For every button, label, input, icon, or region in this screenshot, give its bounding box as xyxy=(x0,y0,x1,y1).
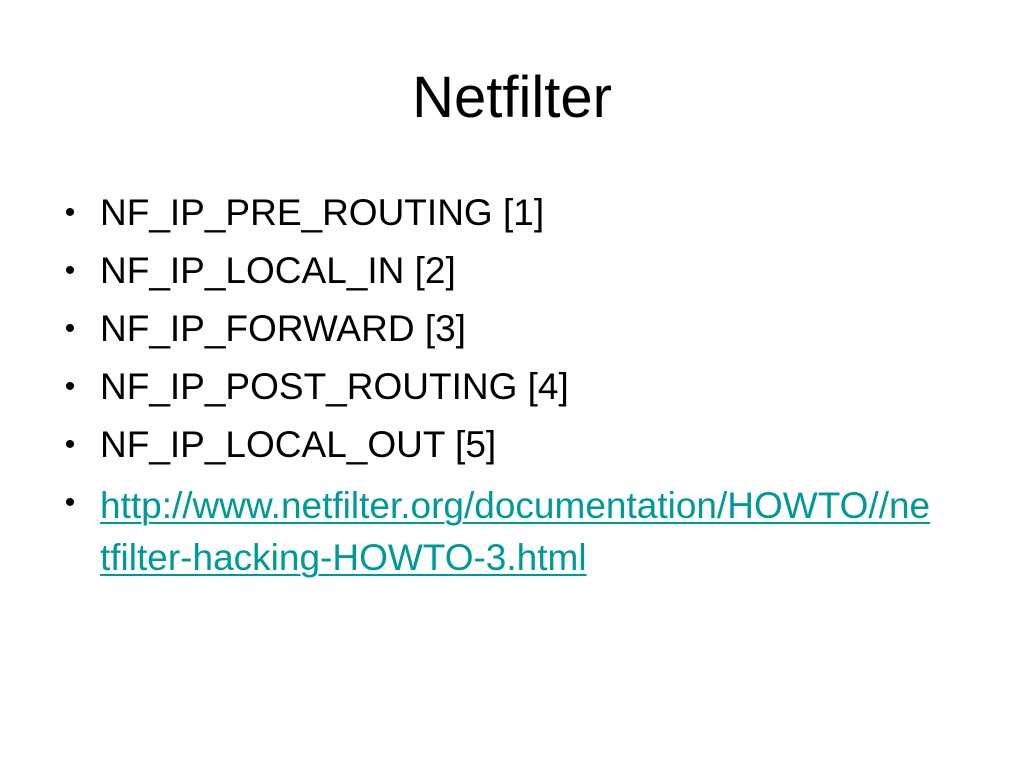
hook-name: NF_IP_PRE_ROUTING [1] xyxy=(100,192,545,233)
list-item: • NF_IP_LOCAL_OUT [5] xyxy=(58,422,958,467)
list-item-link: • http://www.netfilter.org/documentation… xyxy=(58,480,958,584)
hook-name: NF_IP_POST_ROUTING [4] xyxy=(100,366,569,407)
list-item: • NF_IP_POST_ROUTING [4] xyxy=(58,364,958,409)
list-item: • NF_IP_FORWARD [3] xyxy=(58,306,958,351)
hook-name: NF_IP_LOCAL_IN [2] xyxy=(100,250,456,291)
bullet-icon: • xyxy=(64,254,76,287)
bullet-icon: • xyxy=(64,428,76,461)
bullet-icon: • xyxy=(64,312,76,345)
howto-link[interactable]: http://www.netfilter.org/documentation/H… xyxy=(100,485,931,578)
hook-name: NF_IP_LOCAL_OUT [5] xyxy=(100,424,497,465)
bullet-icon: • xyxy=(64,196,76,229)
hook-name: NF_IP_FORWARD [3] xyxy=(100,308,466,349)
list-item: • NF_IP_LOCAL_IN [2] xyxy=(58,248,958,293)
bullet-icon: • xyxy=(64,486,76,519)
bullet-list: • NF_IP_PRE_ROUTING [1] • NF_IP_LOCAL_IN… xyxy=(58,190,958,597)
list-item: • NF_IP_PRE_ROUTING [1] xyxy=(58,190,958,235)
slide-title: Netfilter xyxy=(412,65,612,130)
bullet-icon: • xyxy=(64,370,76,403)
